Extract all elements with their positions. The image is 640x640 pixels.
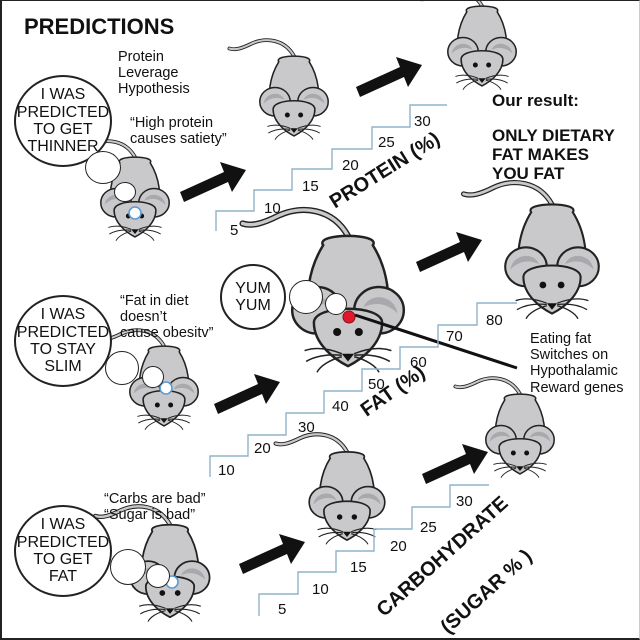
bubble-line: I WAS (40, 516, 86, 534)
step-label: 60 (410, 354, 427, 371)
quote-line: cause obesitv” (120, 325, 214, 342)
step-label: 10 (312, 581, 329, 598)
bubble-line: PREDICTED (16, 533, 110, 551)
quote-line: “High protein (130, 115, 214, 131)
step-label: 20 (390, 538, 407, 555)
bubble-line: TO STAY (30, 341, 96, 358)
thought-dot (85, 151, 121, 184)
arrow-icon (422, 444, 488, 484)
step-label: 50 (368, 376, 385, 393)
thought-bubble-carbohydrate: I WAS PREDICTED TO GET FAT (14, 505, 112, 597)
quote-line: “Carbs are bad” (104, 491, 206, 507)
step-label: 40 (332, 398, 349, 415)
result-line: ONLY DIETARY (492, 126, 615, 145)
thought-dot (105, 351, 139, 385)
annotation-line: Reward genes (530, 379, 624, 396)
thought-dot (146, 564, 170, 588)
step-label: 10 (264, 200, 281, 217)
quote-line: doesn’t (120, 309, 167, 326)
thought-dot (142, 366, 164, 388)
hypothesis-line: Leverage (118, 65, 179, 82)
result-heading: Our result: (492, 91, 579, 110)
bubble-line: FAT (48, 568, 78, 586)
page-title: PREDICTIONS (24, 14, 175, 39)
brain-marker-icon (159, 381, 173, 395)
bubble-line: PREDICTED (16, 103, 110, 121)
step-label: 15 (350, 559, 367, 576)
step-label: 10 (218, 462, 235, 479)
bubble-line: THINNER (27, 138, 99, 156)
step-label: 30 (456, 493, 473, 510)
step-label: 20 (254, 440, 271, 457)
step-label: 30 (414, 113, 431, 130)
mouse-protein-end (415, 1, 519, 92)
step-label: 30 (298, 419, 315, 436)
thought-dot (325, 293, 347, 315)
result-line: YOU FAT (492, 164, 565, 184)
annotation-line: Eating fat (530, 331, 592, 347)
quote-line: causes satiety” (130, 131, 227, 148)
pointer-line (354, 313, 518, 370)
mouse-carb-middle (276, 434, 385, 544)
step-label: 5 (230, 222, 239, 239)
reward-annotation: Eating fat Switches on Hypothalamic Rewa… (530, 331, 624, 396)
arrow-icon (416, 232, 482, 272)
arrow-icon (214, 374, 280, 414)
reward-marker-icon (342, 310, 356, 324)
thought-dot (289, 280, 323, 314)
hypothesis-label: Protein Leverage Hypothesis (118, 49, 190, 98)
fat-quote: “Fat in diet doesn’t cause obesitv” (120, 293, 214, 342)
quote-line: “Sugar is bad” (104, 507, 196, 524)
staircase-carbohydrate (258, 484, 489, 616)
thought-dot (110, 549, 146, 585)
thought-dot (114, 182, 136, 202)
staircase-protein (215, 104, 447, 231)
annotation-line: Hypothalamic (530, 363, 618, 380)
yum-bubble: YUM YUM (220, 264, 286, 330)
arrow-icon (356, 57, 422, 97)
step-label: 25 (378, 134, 395, 151)
step-label: 80 (486, 312, 503, 329)
protein-quote: “High protein causes satiety” (130, 115, 227, 147)
bubble-line: TO GET (33, 551, 93, 568)
step-label: 70 (446, 328, 463, 345)
staircase-fat (209, 302, 517, 477)
quote-line: “Fat in diet (120, 293, 189, 309)
arrow-icon (239, 534, 305, 574)
result-line: FAT MAKES (492, 145, 589, 165)
bubble-line: I WAS (40, 306, 86, 324)
bubble-line: YUM (235, 279, 271, 297)
bubble-line: I WAS (40, 86, 86, 104)
step-label: 5 (278, 601, 287, 618)
bubble-line: YUM (235, 297, 271, 314)
bubble-line: TO GET (33, 121, 93, 138)
hypothesis-line: Hypothesis (118, 81, 190, 98)
bubble-line: PREDICTED (16, 323, 110, 341)
brain-marker-icon (128, 206, 142, 220)
mouse-fat-end (464, 183, 599, 319)
step-label: 15 (302, 178, 319, 195)
arrow-icon (180, 162, 246, 202)
hypothesis-line: Protein (118, 49, 164, 65)
step-label: 20 (342, 157, 359, 174)
bubble-line: SLIM (44, 358, 82, 376)
mouse-protein-middle (227, 38, 331, 142)
carbohydrate-quote: “Carbs are bad” “Sugar is bad” (104, 491, 206, 523)
result-statement: ONLY DIETARY FAT MAKES YOU FAT (492, 126, 615, 183)
thought-bubble-fat: I WAS PREDICTED TO STAY SLIM (14, 295, 112, 387)
annotation-line: Switches on (530, 347, 609, 364)
step-label: 25 (420, 519, 437, 536)
